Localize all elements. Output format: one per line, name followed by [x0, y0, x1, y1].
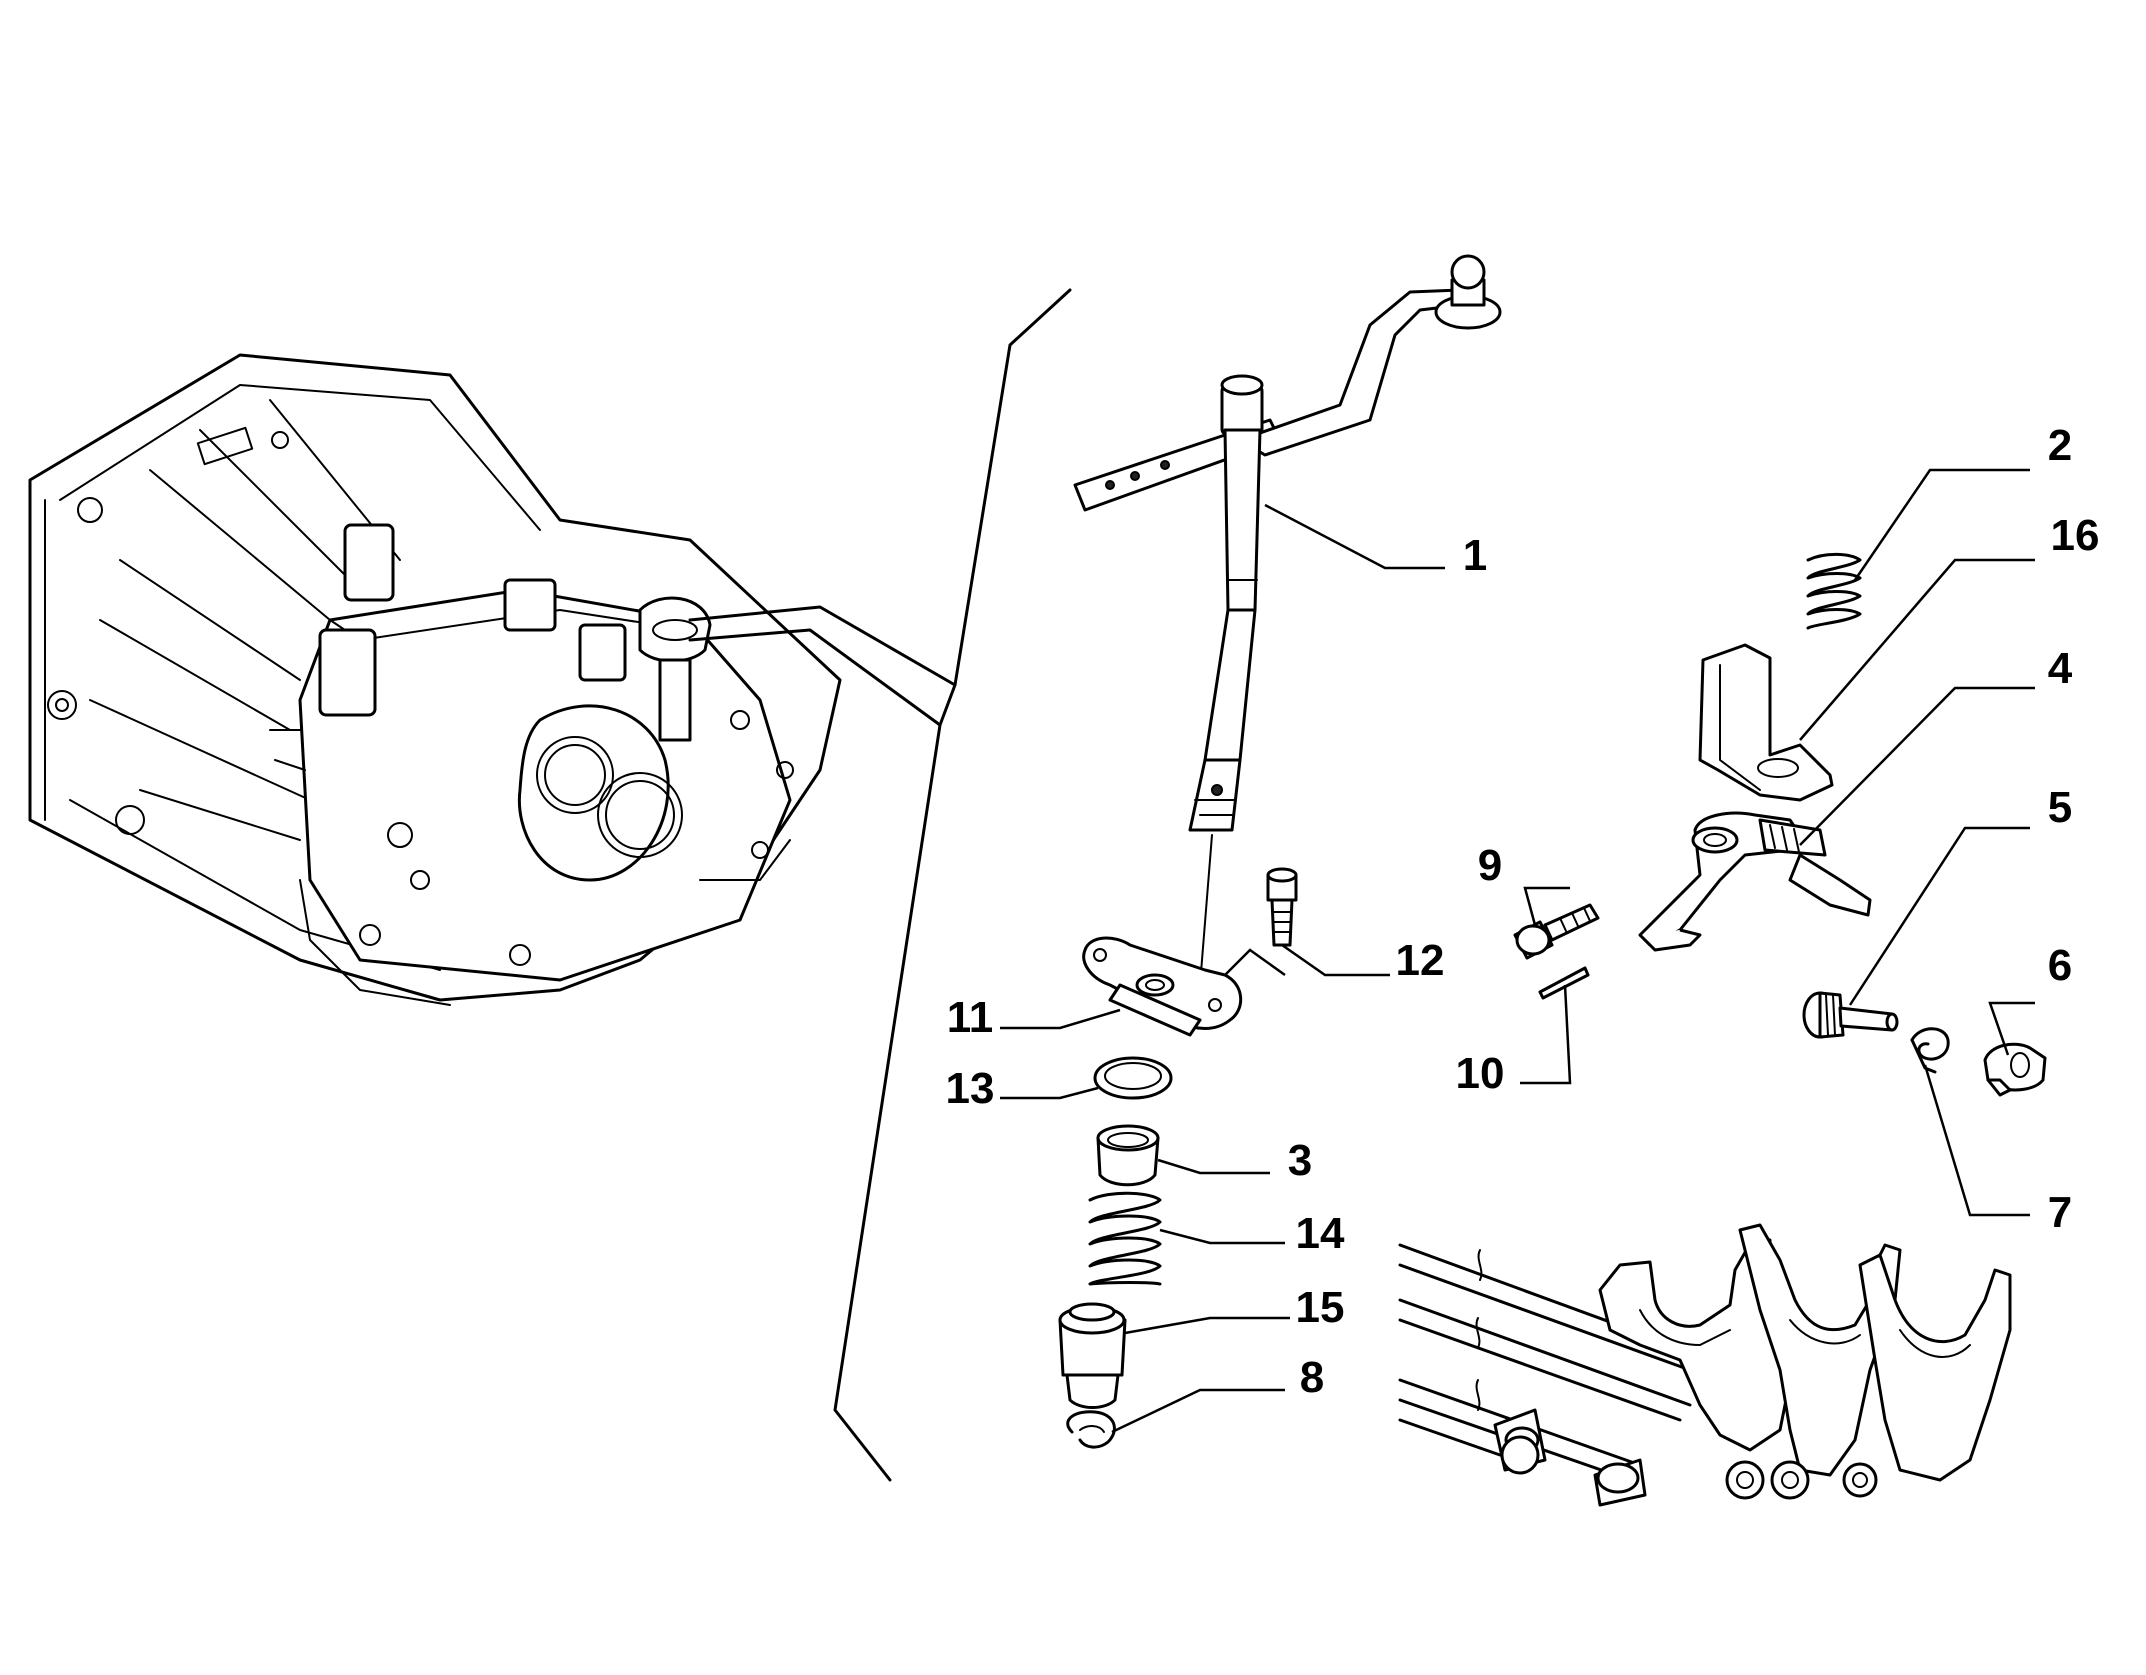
part-9-bolt — [1513, 903, 1600, 960]
leader-15 — [1124, 1316, 1290, 1335]
leader-lines — [1000, 468, 2035, 1434]
part-6-block — [1983, 1042, 2047, 1097]
callout-16: 16 — [2051, 511, 2100, 560]
callout-14: 14 — [1296, 1209, 1345, 1258]
part-2-spring — [1806, 552, 1862, 630]
callout-10: 10 — [1456, 1049, 1505, 1098]
part-13-o-ring — [1093, 1056, 1173, 1100]
callout-12: 12 — [1396, 936, 1445, 985]
callout-4: 4 — [2048, 644, 2073, 693]
separator-line — [688, 288, 1072, 1482]
part-14-spring — [1088, 1191, 1162, 1286]
part-8-circlip — [1066, 1410, 1116, 1449]
callout-3: 3 — [1288, 1136, 1312, 1185]
part-5-pin-shaft — [1802, 991, 1899, 1039]
callout-1: 1 — [1463, 531, 1487, 580]
leader-13 — [1000, 1086, 1099, 1100]
part-10-pin — [1538, 966, 1590, 1000]
callout-6: 6 — [2048, 941, 2072, 990]
callout-13: 13 — [946, 1064, 995, 1113]
part-3-cup — [1096, 1124, 1160, 1187]
leader-16 — [1799, 558, 2035, 741]
gearbox-housing — [28, 353, 842, 1006]
leader-4 — [1799, 686, 2035, 846]
part-11-flange — [1082, 936, 1243, 1037]
callout-labels: 1 2 3 4 5 6 7 8 9 10 11 12 13 14 15 16 — [946, 421, 2100, 1402]
part-7-clip — [1910, 1027, 1950, 1074]
leader-8 — [1111, 1388, 1285, 1434]
callout-7: 7 — [2048, 1188, 2072, 1237]
leader-9 — [1523, 886, 1570, 926]
callout-15: 15 — [1296, 1283, 1345, 1332]
callout-5: 5 — [2048, 783, 2072, 832]
callout-11: 11 — [947, 993, 994, 1042]
shift-forks-assembly — [1398, 1223, 2012, 1507]
leader-2 — [1853, 468, 2030, 581]
callout-9: 9 — [1478, 841, 1502, 890]
leader-12b — [1224, 948, 1286, 977]
callout-8: 8 — [1300, 1353, 1324, 1402]
part-1-selector-shaft — [1073, 254, 1502, 986]
leader-12 — [1281, 943, 1390, 977]
leader-7 — [1923, 1064, 2030, 1217]
leader-14 — [1159, 1228, 1285, 1245]
part-16-bracket — [1698, 643, 1834, 802]
leader-3 — [1157, 1158, 1270, 1175]
leader-5 — [1848, 826, 2030, 1006]
leader-1 — [1264, 503, 1445, 570]
part-15-plunger — [1058, 1302, 1127, 1409]
leader-11 — [1000, 1008, 1121, 1030]
part-4-selector-lever — [1638, 811, 1872, 952]
callout-2: 2 — [2048, 421, 2072, 470]
part-12-bolt — [1266, 867, 1298, 947]
leader-10 — [1520, 984, 1572, 1085]
leader-6 — [1988, 1001, 2035, 1056]
